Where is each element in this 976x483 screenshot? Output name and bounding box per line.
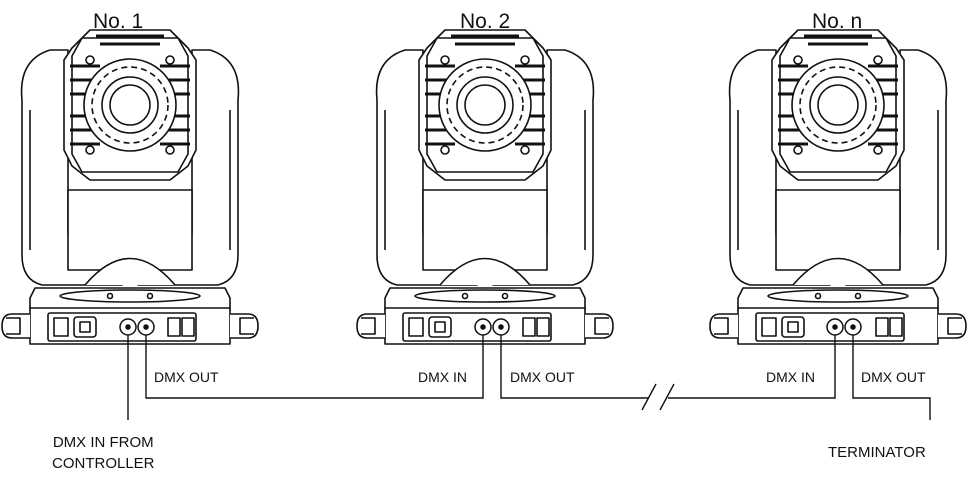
fixture-n-dmx-in-label: DMX IN bbox=[766, 369, 815, 385]
controller-source-line2: CONTROLLER bbox=[52, 455, 155, 472]
fixture-n-dmx-out-label: DMX OUT bbox=[861, 369, 926, 385]
fixture-n-dmx-out-connector[interactable] bbox=[844, 318, 862, 336]
fixture-2-dmx-out-connector[interactable] bbox=[492, 318, 510, 336]
fixture-2 bbox=[355, 28, 615, 346]
controller-source-line1: DMX IN FROM bbox=[52, 434, 154, 451]
terminator-label: TERMINATOR bbox=[828, 444, 926, 461]
fixture-1 bbox=[0, 28, 260, 346]
fixture-2-title: No. 2 bbox=[460, 10, 511, 33]
fixture-1-dmx-out-connector[interactable] bbox=[137, 318, 155, 336]
break-mark-icon bbox=[641, 383, 675, 411]
fixture-2-dmx-out-label: DMX OUT bbox=[510, 369, 575, 385]
fixture-2-dmx-in-label: DMX IN bbox=[418, 369, 467, 385]
fixture-n-title: No. n bbox=[812, 10, 863, 33]
fixture-n bbox=[708, 28, 968, 346]
terminator-cable bbox=[852, 335, 931, 420]
fixture-1-title: No. 1 bbox=[93, 10, 144, 33]
cable-2-to-n bbox=[500, 335, 836, 399]
controller-source-label: DMX IN FROM CONTROLLER bbox=[52, 432, 155, 474]
fixture-2-dmx-in-connector[interactable] bbox=[474, 318, 492, 336]
fixture-1-dmx-out-label: DMX OUT bbox=[154, 369, 219, 385]
cable-1-to-2 bbox=[145, 335, 484, 399]
fixture-n-dmx-in-connector[interactable] bbox=[826, 318, 844, 336]
fixture-1-dmx-in-connector[interactable] bbox=[119, 318, 137, 336]
